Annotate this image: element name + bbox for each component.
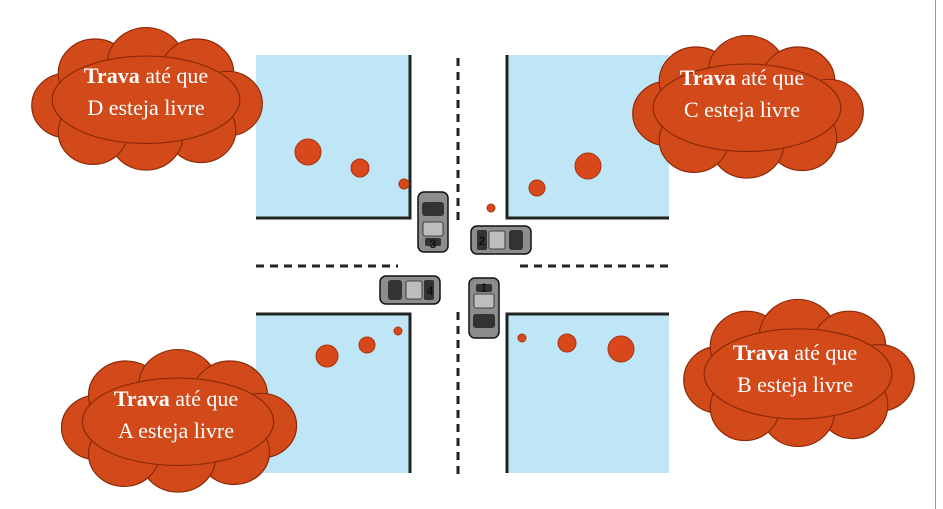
cloud-line-2: B esteja livre xyxy=(736,372,854,397)
thought-dot xyxy=(607,335,635,363)
cloud-line-1-rest: até que xyxy=(735,65,805,90)
car-4-label: 4 xyxy=(427,284,434,298)
cloud-line-1: Trava até que xyxy=(46,60,246,92)
cloud-bold-word: Trava xyxy=(83,63,140,88)
thought-dot xyxy=(517,333,527,343)
car-2-label: 2 xyxy=(479,234,486,248)
car-1-label: 1 xyxy=(481,281,488,295)
thought-dot xyxy=(315,344,339,368)
cars: 3 2 4 1 xyxy=(379,191,532,339)
cloud-bottom-left-text: Trava até que A esteja livre xyxy=(76,383,276,447)
city-blocks xyxy=(256,55,669,473)
cloud-line-2: C esteja livre xyxy=(683,97,801,122)
block-top-left xyxy=(256,55,412,220)
right-edge-rule xyxy=(935,0,936,509)
thought-dot xyxy=(358,336,376,354)
cloud-line-1-rest: até que xyxy=(139,63,209,88)
thought-dot xyxy=(294,138,322,166)
cloud-top-left-text: Trava até que D esteja livre xyxy=(46,60,246,124)
block-bottom-right xyxy=(505,312,669,473)
car-1: 1 xyxy=(468,277,500,339)
car-3-label: 3 xyxy=(430,237,437,251)
cloud-bold-word: Trava xyxy=(732,340,789,365)
cloud-bold-word: Trava xyxy=(679,65,736,90)
cloud-line-1: Trava até que xyxy=(637,62,847,94)
cloud-line-1: Trava até que xyxy=(690,337,900,369)
cloud-line-2: A esteja livre xyxy=(117,418,235,443)
thought-dot xyxy=(557,333,577,353)
car-4: 4 xyxy=(379,275,441,305)
cloud-line-1-rest: até que xyxy=(788,340,858,365)
cloud-line-2: D esteja livre xyxy=(87,95,205,120)
road-markings xyxy=(256,58,669,475)
thought-dot xyxy=(350,158,370,178)
thought-dot xyxy=(398,178,410,190)
cloud-bold-word: Trava xyxy=(113,386,170,411)
thought-dots xyxy=(294,138,635,368)
thought-dot xyxy=(393,326,403,336)
cloud-bottom-right-text: Trava até que B esteja livre xyxy=(690,337,900,401)
thought-dot xyxy=(486,203,496,213)
thought-dot xyxy=(528,179,546,197)
cloud-line-1-rest: até que xyxy=(169,386,239,411)
cloud-line-1: Trava até que xyxy=(76,383,276,415)
car-2: 2 xyxy=(470,225,532,255)
cloud-top-right-text: Trava até que C esteja livre xyxy=(637,62,847,126)
car-3: 3 xyxy=(417,191,449,253)
thought-dot xyxy=(574,152,602,180)
